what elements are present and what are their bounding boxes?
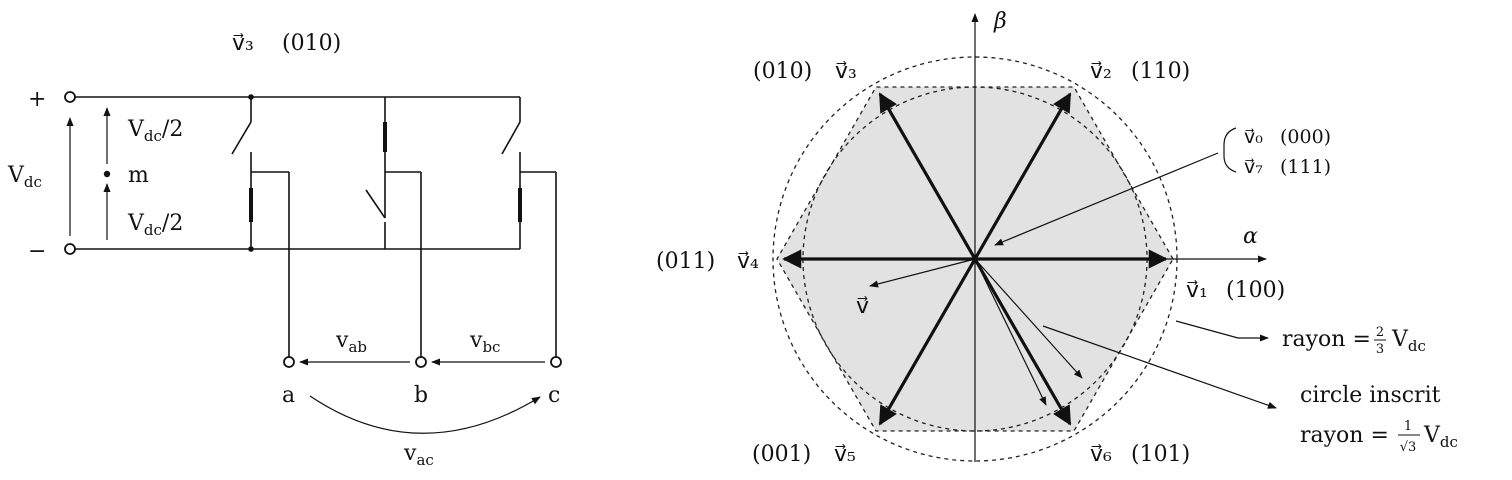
v6-name: v⃗₆ bbox=[1090, 442, 1112, 467]
node-c-label: c bbox=[548, 383, 560, 408]
ray-to-outer-circle bbox=[974, 258, 1083, 379]
leg-c bbox=[501, 97, 557, 357]
v5-name: v⃗₅ bbox=[834, 442, 856, 467]
circuit-title-vector: v⃗₃ bbox=[232, 31, 254, 56]
inverter-circuit: v⃗₃ (010) + − Vdc Vdc/2 m Vdc/2 bbox=[7, 31, 562, 469]
alpha-label: α bbox=[1243, 224, 1258, 249]
zero-vector-pointer bbox=[994, 152, 1219, 246]
leg-a bbox=[231, 97, 290, 357]
outer-radius-pointer bbox=[1175, 320, 1269, 342]
midpoint-dot bbox=[103, 170, 111, 178]
circuit-title-state: (010) bbox=[282, 31, 341, 56]
ray-to-inscribed-circle bbox=[974, 258, 1047, 406]
svg-text:Vdc: Vdc bbox=[1423, 423, 1458, 451]
svg-text:2: 2 bbox=[1376, 325, 1384, 340]
vector-v6 bbox=[973, 258, 1072, 426]
v0-state: (000) bbox=[1280, 126, 1331, 148]
node-a-terminal bbox=[283, 356, 295, 368]
vac-arrow bbox=[309, 395, 541, 434]
v7-state: (111) bbox=[1280, 156, 1331, 178]
node-b-terminal bbox=[415, 356, 427, 368]
svg-text:√3: √3 bbox=[1400, 440, 1417, 455]
svg-text:rayon =: rayon = bbox=[1300, 423, 1389, 448]
vab-label: vab bbox=[335, 328, 367, 356]
reference-vector bbox=[869, 258, 976, 288]
vector-v2 bbox=[973, 92, 1072, 260]
v7-name: v⃗₇ bbox=[1244, 156, 1263, 178]
vector-v3 bbox=[878, 92, 977, 260]
vbc-label: vbc bbox=[469, 328, 500, 356]
vdc-label: Vdc bbox=[7, 163, 42, 191]
minus-terminal bbox=[64, 243, 76, 255]
half-vdc-bottom-label: Vdc/2 bbox=[127, 211, 183, 239]
node-b-label: b bbox=[414, 383, 428, 408]
reference-vector-label: v⃗ bbox=[856, 294, 869, 319]
v4-name: v⃗₄ bbox=[737, 249, 759, 274]
node-a-label: a bbox=[282, 383, 295, 408]
inscribed-radius-pointer bbox=[1042, 325, 1277, 409]
beta-label: β bbox=[993, 9, 1007, 34]
svg-text:Vdc: Vdc bbox=[1391, 327, 1426, 355]
v0-name: v⃗₀ bbox=[1244, 126, 1263, 148]
v1-state: (100) bbox=[1226, 278, 1285, 303]
v5-state: (001) bbox=[752, 442, 811, 467]
minus-sign: − bbox=[28, 239, 46, 264]
svg-text:circle inscrit: circle inscrit bbox=[1300, 383, 1441, 408]
v2-state: (110) bbox=[1131, 59, 1190, 84]
switch-b-bottom-open bbox=[365, 189, 386, 219]
inscribed-radius-label: circle inscrit rayon = 1 √3 Vdc bbox=[1300, 383, 1458, 455]
half-vdc-top-label: Vdc/2 bbox=[127, 117, 183, 145]
vector-v5 bbox=[878, 258, 977, 426]
v3-state: (010) bbox=[753, 59, 812, 84]
node-c-terminal bbox=[550, 356, 562, 368]
vac-label: vac bbox=[403, 441, 434, 469]
svg-text:3: 3 bbox=[1376, 342, 1384, 357]
v6-state: (101) bbox=[1131, 442, 1190, 467]
v4-state: (011) bbox=[656, 249, 715, 274]
plus-sign: + bbox=[28, 87, 46, 112]
v3-name: v⃗₃ bbox=[835, 59, 857, 84]
leg-b bbox=[365, 97, 422, 357]
midpoint-label: m bbox=[128, 163, 149, 188]
zero-vector-brace bbox=[1223, 127, 1237, 173]
switch-a-top-open bbox=[231, 121, 252, 155]
hexagon-outline bbox=[776, 86, 1174, 432]
v1-name: v⃗₁ bbox=[1186, 278, 1208, 303]
plus-terminal bbox=[64, 91, 76, 103]
svg-text:1: 1 bbox=[1404, 419, 1412, 434]
space-vector-diagram: β α v⃗₁ (100) v⃗₂ (110) (010) v⃗₃ (011) … bbox=[656, 9, 1458, 467]
v2-name: v⃗₂ bbox=[1090, 59, 1112, 84]
svg-text:rayon =: rayon = bbox=[1282, 327, 1371, 352]
switch-c-top-open bbox=[501, 121, 521, 155]
outer-radius-label: rayon = 2 3 Vdc bbox=[1282, 325, 1426, 357]
